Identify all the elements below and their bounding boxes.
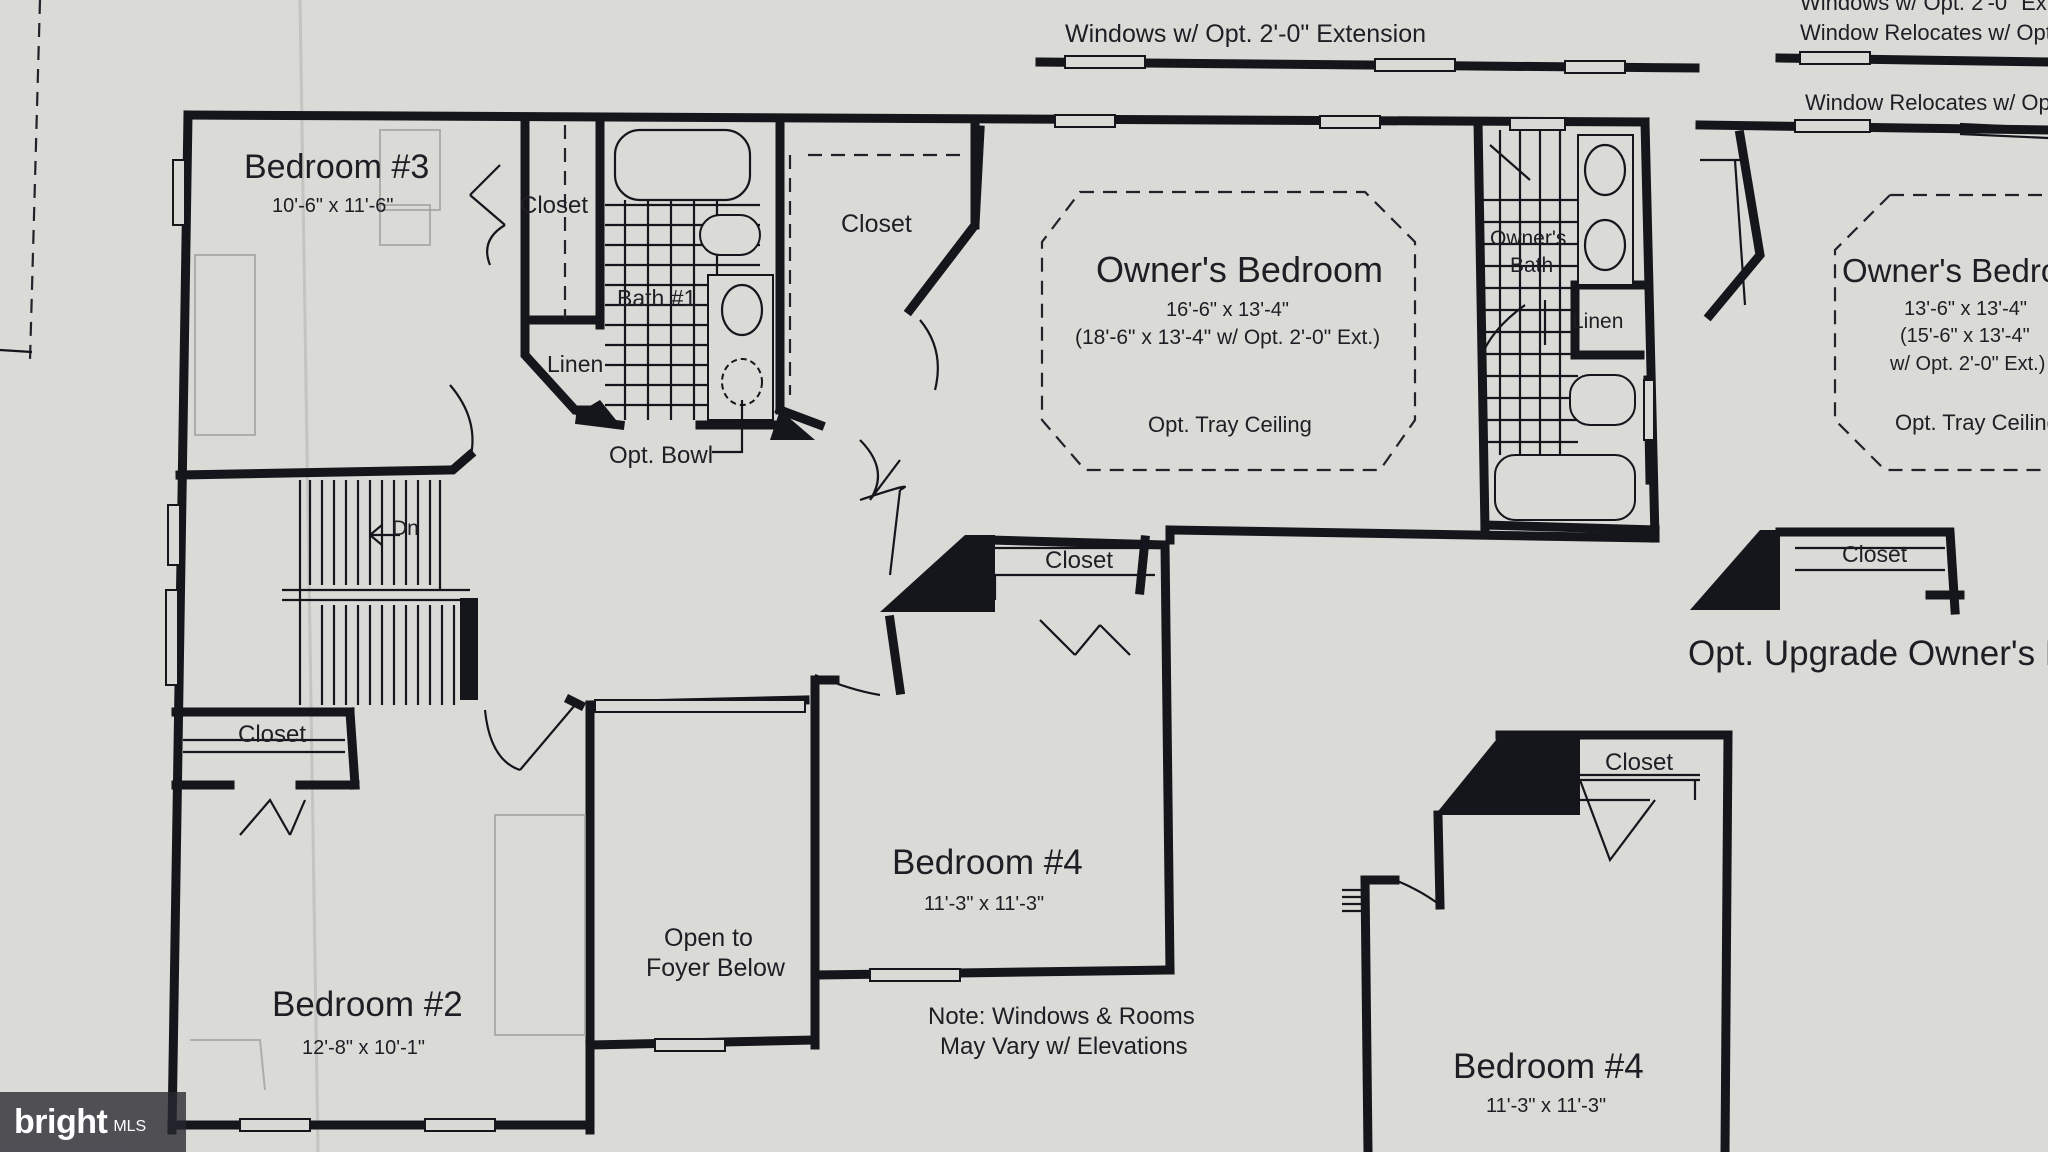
open-foyer-label-2: Foyer Below xyxy=(646,954,786,982)
bedroom-3-name: Bedroom #3 xyxy=(244,148,429,186)
alt-bedroom-4-name: Bedroom #4 xyxy=(1453,1047,1644,1086)
bath-1-fixtures xyxy=(605,128,774,454)
owners-bath-label-2: Bath xyxy=(1510,254,1553,277)
pencil-sketch xyxy=(190,129,586,1091)
wall-poche xyxy=(575,400,1780,815)
alt-owners-bedroom-size: 13'-6" x 13'-4" xyxy=(1904,298,2027,320)
alt-top-cut-label: Windows w/ Opt. 2'-0" Exte xyxy=(1800,0,2048,15)
note-line-1: Note: Windows & Rooms xyxy=(928,1003,1195,1030)
window-extension-label: Windows w/ Opt. 2'-0" Extension xyxy=(1065,20,1426,48)
alt-owners-bedroom-tray: Opt. Tray Ceiling xyxy=(1895,410,2048,435)
stair xyxy=(282,480,478,705)
alt-window-relocates-2: Window Relocates w/ Opt. xyxy=(1805,90,2048,115)
bedroom-2-name: Bedroom #2 xyxy=(272,985,463,1024)
watermark-logo: bright MLS xyxy=(0,1092,186,1152)
alt-owners-bedroom-name: Owner's Bedroo xyxy=(1842,252,2048,289)
window-extension-strip xyxy=(1035,55,1700,74)
owners-bedroom-size: 16'-6" x 13'-4" xyxy=(1166,299,1289,321)
owners-bath-fixtures xyxy=(1480,130,1636,521)
bedroom-4-size: 11'-3" x 11'-3" xyxy=(924,893,1044,915)
open-foyer-label-1: Open to xyxy=(664,924,753,952)
closet-rods xyxy=(183,125,1700,802)
bedroom-3-size: 10'-6" x 11'-6" xyxy=(272,195,394,217)
alt-plan-walls xyxy=(1342,51,2048,1152)
bath-1-label: Bath #1 xyxy=(617,285,696,311)
alt-owners-bedroom-ext-1: (15'-6" x 13'-4" xyxy=(1900,325,2030,347)
alt-upgrade-caption: Opt. Upgrade Owner's Bat xyxy=(1688,634,2048,673)
watermark-brand: bright xyxy=(14,1102,108,1141)
alt-window-relocates-1: Window Relocates w/ Opt. xyxy=(1800,20,2048,45)
bedroom-2-closet-label: Closet xyxy=(238,721,306,748)
alt-closet-label: Closet xyxy=(1842,541,1908,567)
stair-down-label: Dn xyxy=(392,517,419,540)
bedroom-4-name: Bedroom #4 xyxy=(892,843,1083,882)
owners-closet-label: Closet xyxy=(841,210,912,238)
door-swings xyxy=(239,144,1547,836)
alt-bedroom-4-closet-label: Closet xyxy=(1605,749,1673,776)
windows xyxy=(165,114,1655,1132)
bedroom-4-closet-label: Closet xyxy=(1045,547,1113,574)
owners-bedroom-ext: (18'-6" x 13'-4" w/ Opt. 2'-0" Ext.) xyxy=(1075,326,1380,349)
alt-owners-bedroom-ext-2: w/ Opt. 2'-0" Ext.) xyxy=(1889,353,2045,375)
opt-bowl-label: Opt. Bowl xyxy=(609,442,713,469)
watermark-suffix: MLS xyxy=(113,1118,147,1135)
bedroom-3-closet-label: Closet xyxy=(520,192,588,219)
alt-bedroom-4-size: 11'-3" x 11'-3" xyxy=(1486,1095,1606,1117)
hall-linen-label: Linen xyxy=(547,351,603,377)
owners-bedroom-name: Owner's Bedroom xyxy=(1096,249,1383,290)
owners-bath-linen-label: Linen xyxy=(1572,310,1623,333)
bedroom-2-size: 12'-8" x 10'-1" xyxy=(302,1037,425,1059)
tray-ceiling-outline xyxy=(1040,190,1417,472)
owners-bedroom-tray: Opt. Tray Ceiling xyxy=(1148,412,1312,437)
owners-bath-label-1: Owner's xyxy=(1490,227,1566,250)
note-line-2: May Vary w/ Elevations xyxy=(940,1033,1188,1060)
